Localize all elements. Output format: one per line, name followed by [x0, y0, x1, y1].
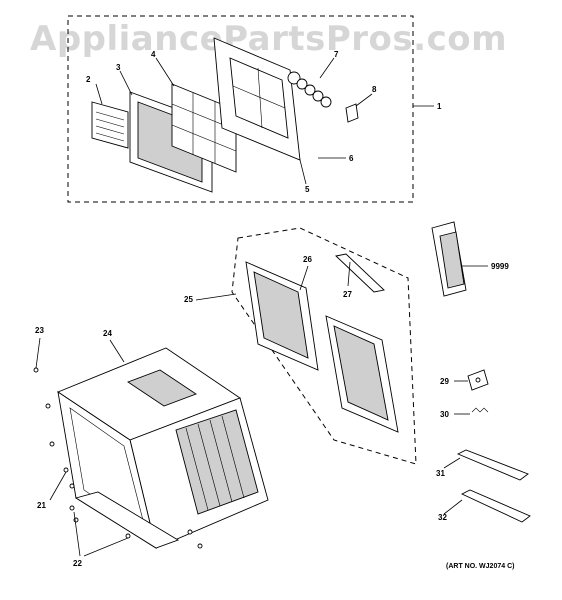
- part-22-screws: [69, 505, 203, 549]
- callout-7: 7: [334, 50, 339, 59]
- part-29-bracket: [467, 369, 489, 391]
- art-number: (ART NO. WJ2074 C): [446, 563, 514, 570]
- callout-21: 21: [37, 501, 46, 510]
- callout-8: 8: [372, 85, 377, 94]
- part-24-cabinet: [57, 347, 269, 549]
- callout-6: 6: [349, 154, 354, 163]
- callout-24: 24: [103, 329, 112, 338]
- callout-30: 30: [440, 410, 449, 419]
- callout-26: 26: [303, 255, 312, 264]
- side-curtain-right: [325, 315, 399, 433]
- part-7-control-knobs: [287, 71, 332, 108]
- callout-25: 25: [184, 295, 193, 304]
- part-26-side-curtain: [245, 261, 319, 371]
- callout-3: 3: [116, 63, 121, 72]
- part-5-front-case: [213, 37, 301, 161]
- callout-1: 1: [437, 102, 442, 111]
- part-8-bracket: [345, 103, 359, 123]
- callout-27: 27: [343, 290, 352, 299]
- callout-9999: 9999: [491, 262, 509, 271]
- callout-32: 32: [438, 513, 447, 522]
- part-9999-manual: [431, 221, 467, 297]
- callout-31: 31: [436, 469, 445, 478]
- side-curtain-kit-boundary: [231, 227, 417, 465]
- part-30-spring: [471, 407, 489, 413]
- part-21-screws: [45, 403, 75, 489]
- callout-2: 2: [86, 75, 91, 84]
- part-32-seal-strip: [460, 489, 531, 523]
- front-assembly-kit-boundary: [67, 15, 414, 203]
- part-23-screw: [33, 367, 39, 373]
- part-2-louver: [91, 101, 129, 149]
- watermark-text: AppliancePartsPros.com: [30, 19, 507, 59]
- part-31-seal-strip: [456, 449, 529, 481]
- callout-29: 29: [440, 377, 449, 386]
- callout-5: 5: [305, 185, 310, 194]
- part-27-curtain-rail: [335, 253, 385, 293]
- callout-23: 23: [35, 326, 44, 335]
- callout-22: 22: [73, 559, 82, 568]
- callout-4: 4: [151, 50, 156, 59]
